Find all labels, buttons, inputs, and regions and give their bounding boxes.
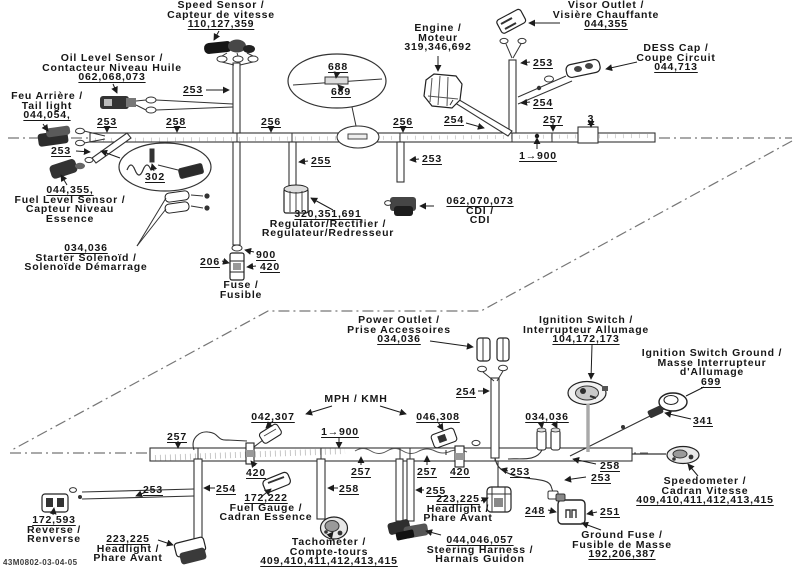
starter-solenoid-connectors (136, 190, 210, 247)
fuel-level-sensor-part (49, 156, 94, 179)
fuel-gauge-part (262, 471, 291, 493)
main-harness-top (89, 125, 656, 149)
fuse-part (229, 244, 245, 281)
dess-cap-part (517, 58, 601, 105)
headlight-right-part (486, 486, 512, 513)
tachometer-part (319, 516, 349, 540)
branch-harnesses-bottom (193, 377, 500, 542)
visor-outlet-part (496, 8, 527, 59)
oil-level-sensor-part (100, 96, 234, 114)
tail-light-part (37, 125, 106, 147)
branch-harnesses-top (91, 59, 517, 246)
detail-ellipse-302 (118, 142, 212, 192)
connectors-034036-bottom (536, 427, 561, 451)
grommet-part-699 (658, 392, 688, 412)
connector-341 (647, 405, 664, 418)
fuse-link-right-420 (454, 439, 481, 468)
reverse-part (41, 487, 82, 513)
ground-fuse-part (547, 490, 586, 525)
leader-lines (41, 19, 705, 547)
speed-sensor-part (204, 39, 259, 66)
drawing-number: 43M0802-03-04-05 (3, 558, 78, 567)
connector-3 (577, 126, 599, 144)
detail-ellipse-688-689 (287, 53, 387, 127)
speedometer-part (666, 445, 700, 465)
headlight-left-part (173, 536, 207, 565)
fuse-link-left-420 (245, 442, 255, 465)
steering-harness-part (387, 519, 429, 541)
connector-042307 (258, 423, 282, 444)
ignition-switch-part (567, 380, 608, 452)
power-outlet-connectors (476, 337, 510, 382)
engine-part (423, 73, 463, 109)
connector-046308 (430, 427, 458, 449)
regulator-part (283, 184, 309, 214)
frame-outlines (8, 137, 793, 454)
cdi-part (384, 197, 416, 216)
